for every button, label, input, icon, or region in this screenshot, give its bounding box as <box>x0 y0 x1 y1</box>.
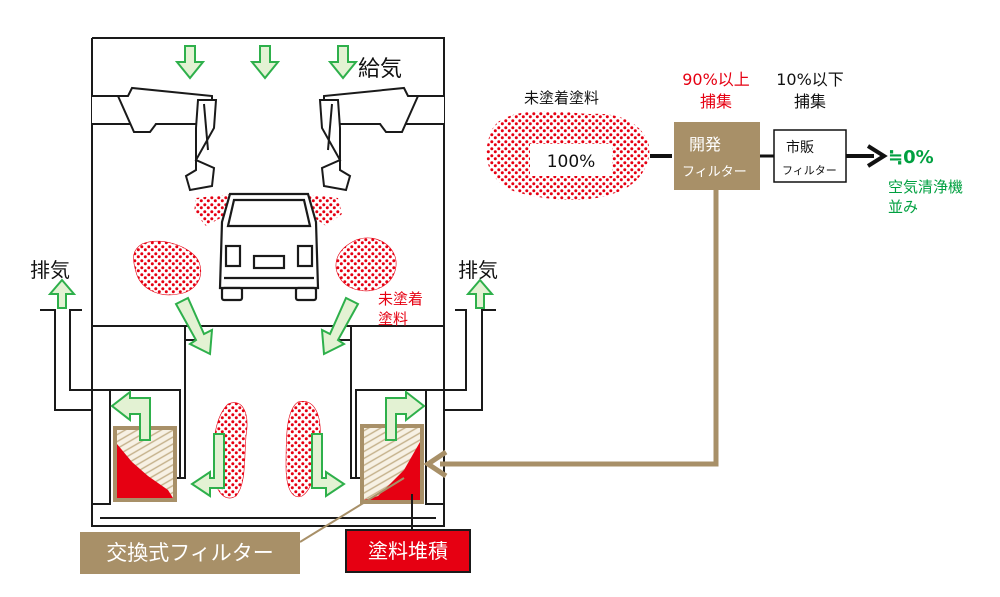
filter-flow-arrows <box>110 389 426 441</box>
dev-capture-line2: 捕集 <box>700 92 732 111</box>
exhaust-label-left: 排気 <box>30 258 70 282</box>
bent-flow-arrows <box>190 433 346 498</box>
com-capture-line2: 捕集 <box>794 92 826 111</box>
curved-arrow-icon <box>385 389 426 441</box>
diagonal-arrow-icon <box>320 296 360 356</box>
exhaust-arrows <box>47 278 495 309</box>
spray-robot-right <box>318 86 444 192</box>
left-arrow-icon <box>423 449 448 479</box>
paint-buildup-label: 塗料堆積 <box>368 539 448 563</box>
dev-capture-line1: 90%以上 <box>682 70 750 89</box>
com-filter-line2: フィルター <box>782 164 837 177</box>
com-filter-line1: 市販 <box>786 139 814 156</box>
overspray-cloud-left <box>133 240 202 296</box>
result-note-line1: 空気清浄機 <box>888 178 963 196</box>
com-capture-line1: 10%以下 <box>776 70 844 89</box>
bent-arrow-icon <box>311 433 346 498</box>
callout-leaders <box>299 477 413 543</box>
swap-filter-label: 交換式フィルター <box>106 541 274 565</box>
curved-arrow-icon <box>110 389 151 441</box>
booth-structure <box>40 37 496 527</box>
up-arrow-icon <box>47 278 77 309</box>
input-percent: 100% <box>547 152 596 172</box>
paint-cloud-input: 100% <box>486 111 650 200</box>
result-value: ≒0% <box>888 147 934 168</box>
paint-buildup-callout: 塗料堆積 <box>345 529 471 573</box>
spray-mist <box>194 194 342 226</box>
uncoated-paint-label-line1: 未塗着 <box>378 290 423 308</box>
car <box>218 192 320 302</box>
result-note-line2: 並み <box>888 198 918 216</box>
spray-robot-left <box>92 86 218 192</box>
up-arrow-icon <box>465 278 495 309</box>
dev-filter-box: 開発 フィルター <box>674 122 760 190</box>
down-arrow-icon <box>249 45 281 80</box>
down-arrow-icon <box>327 45 359 80</box>
diagonal-arrow-icon <box>174 296 214 356</box>
uncoated-paint-label-line2: 塗料 <box>378 310 408 328</box>
exhaust-label-right: 排気 <box>458 258 498 282</box>
supply-air-arrows <box>174 45 359 80</box>
supply-air-label: 給気 <box>358 57 402 82</box>
right-arrow-icon <box>866 144 888 168</box>
swap-filter-callout: 交換式フィルター <box>80 532 300 574</box>
com-filter-box: 市販 フィルター <box>773 129 847 183</box>
bent-arrow-icon <box>190 433 225 498</box>
dev-filter-line1: 開発 <box>689 135 721 154</box>
dev-filter-line2: フィルター <box>682 165 747 180</box>
overspray-cloud-right <box>335 237 397 292</box>
diagonal-flow-arrows <box>174 296 360 356</box>
return-arrow <box>423 190 719 479</box>
filter-left <box>113 426 177 502</box>
output-arrow <box>846 144 888 168</box>
down-arrow-icon <box>174 45 206 80</box>
uncoated-paint-title: 未塗着塗料 <box>524 89 599 107</box>
